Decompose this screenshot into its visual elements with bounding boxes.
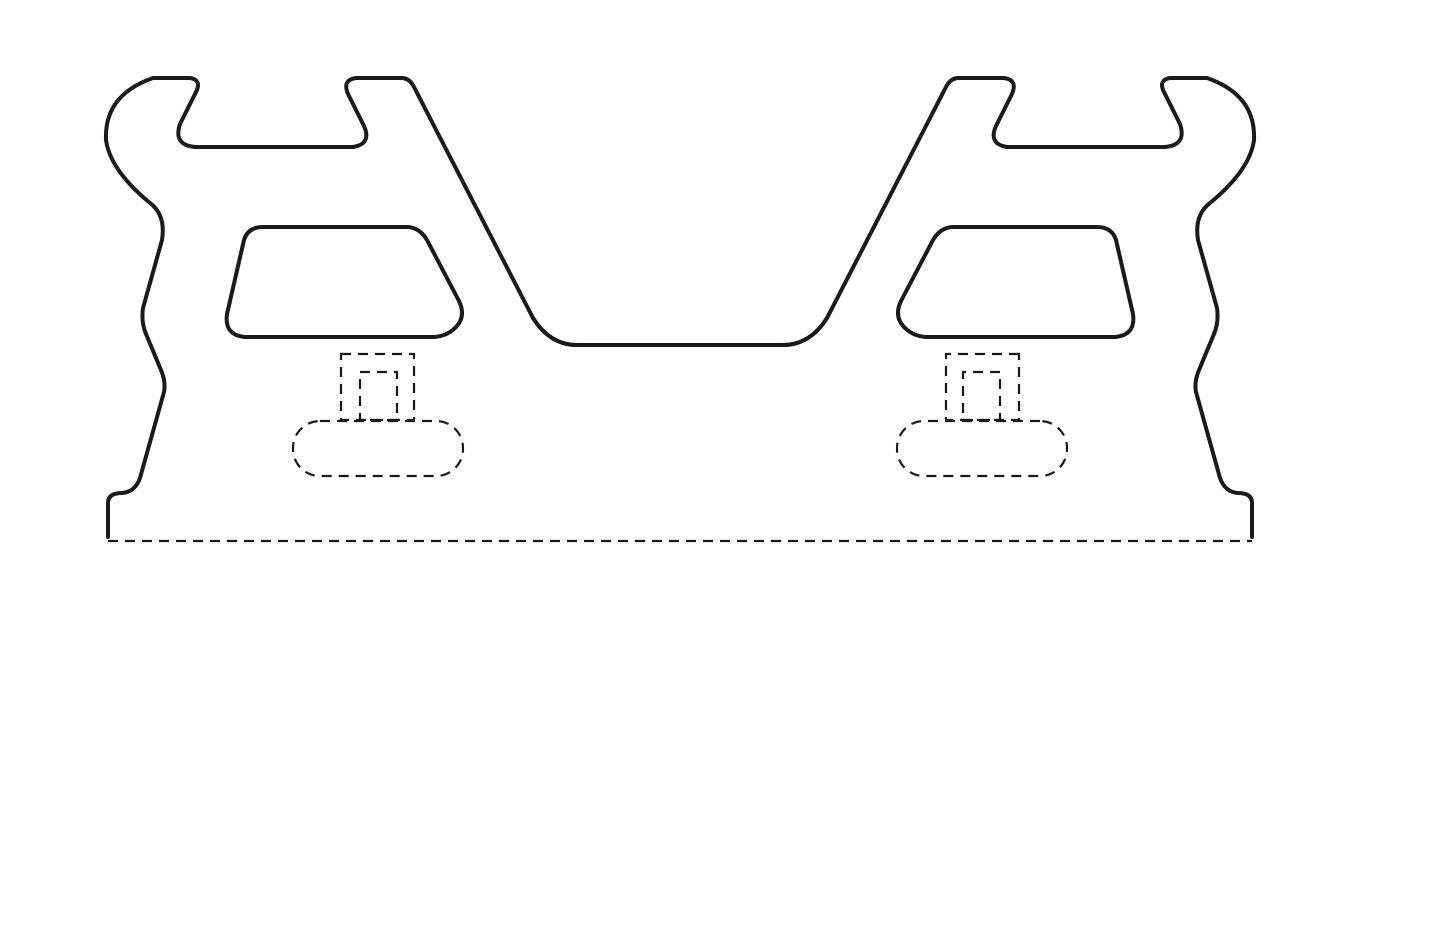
trapezoid-cutout-right [896, 225, 1136, 339]
dashed-oval-right [895, 419, 1069, 478]
outer-profile-left [103, 76, 682, 539]
dashed-outer-post-right [944, 352, 1021, 422]
outer-profile-right [678, 76, 1257, 539]
dashed-outer-post-left [339, 352, 416, 422]
right-half [678, 76, 1257, 539]
left-half [103, 76, 682, 539]
dashed-inner-post-right [961, 370, 1002, 422]
trapezoid-cutout-left [224, 225, 464, 339]
dashed-oval-left [291, 419, 465, 478]
dashed-inner-post-left [358, 370, 399, 422]
